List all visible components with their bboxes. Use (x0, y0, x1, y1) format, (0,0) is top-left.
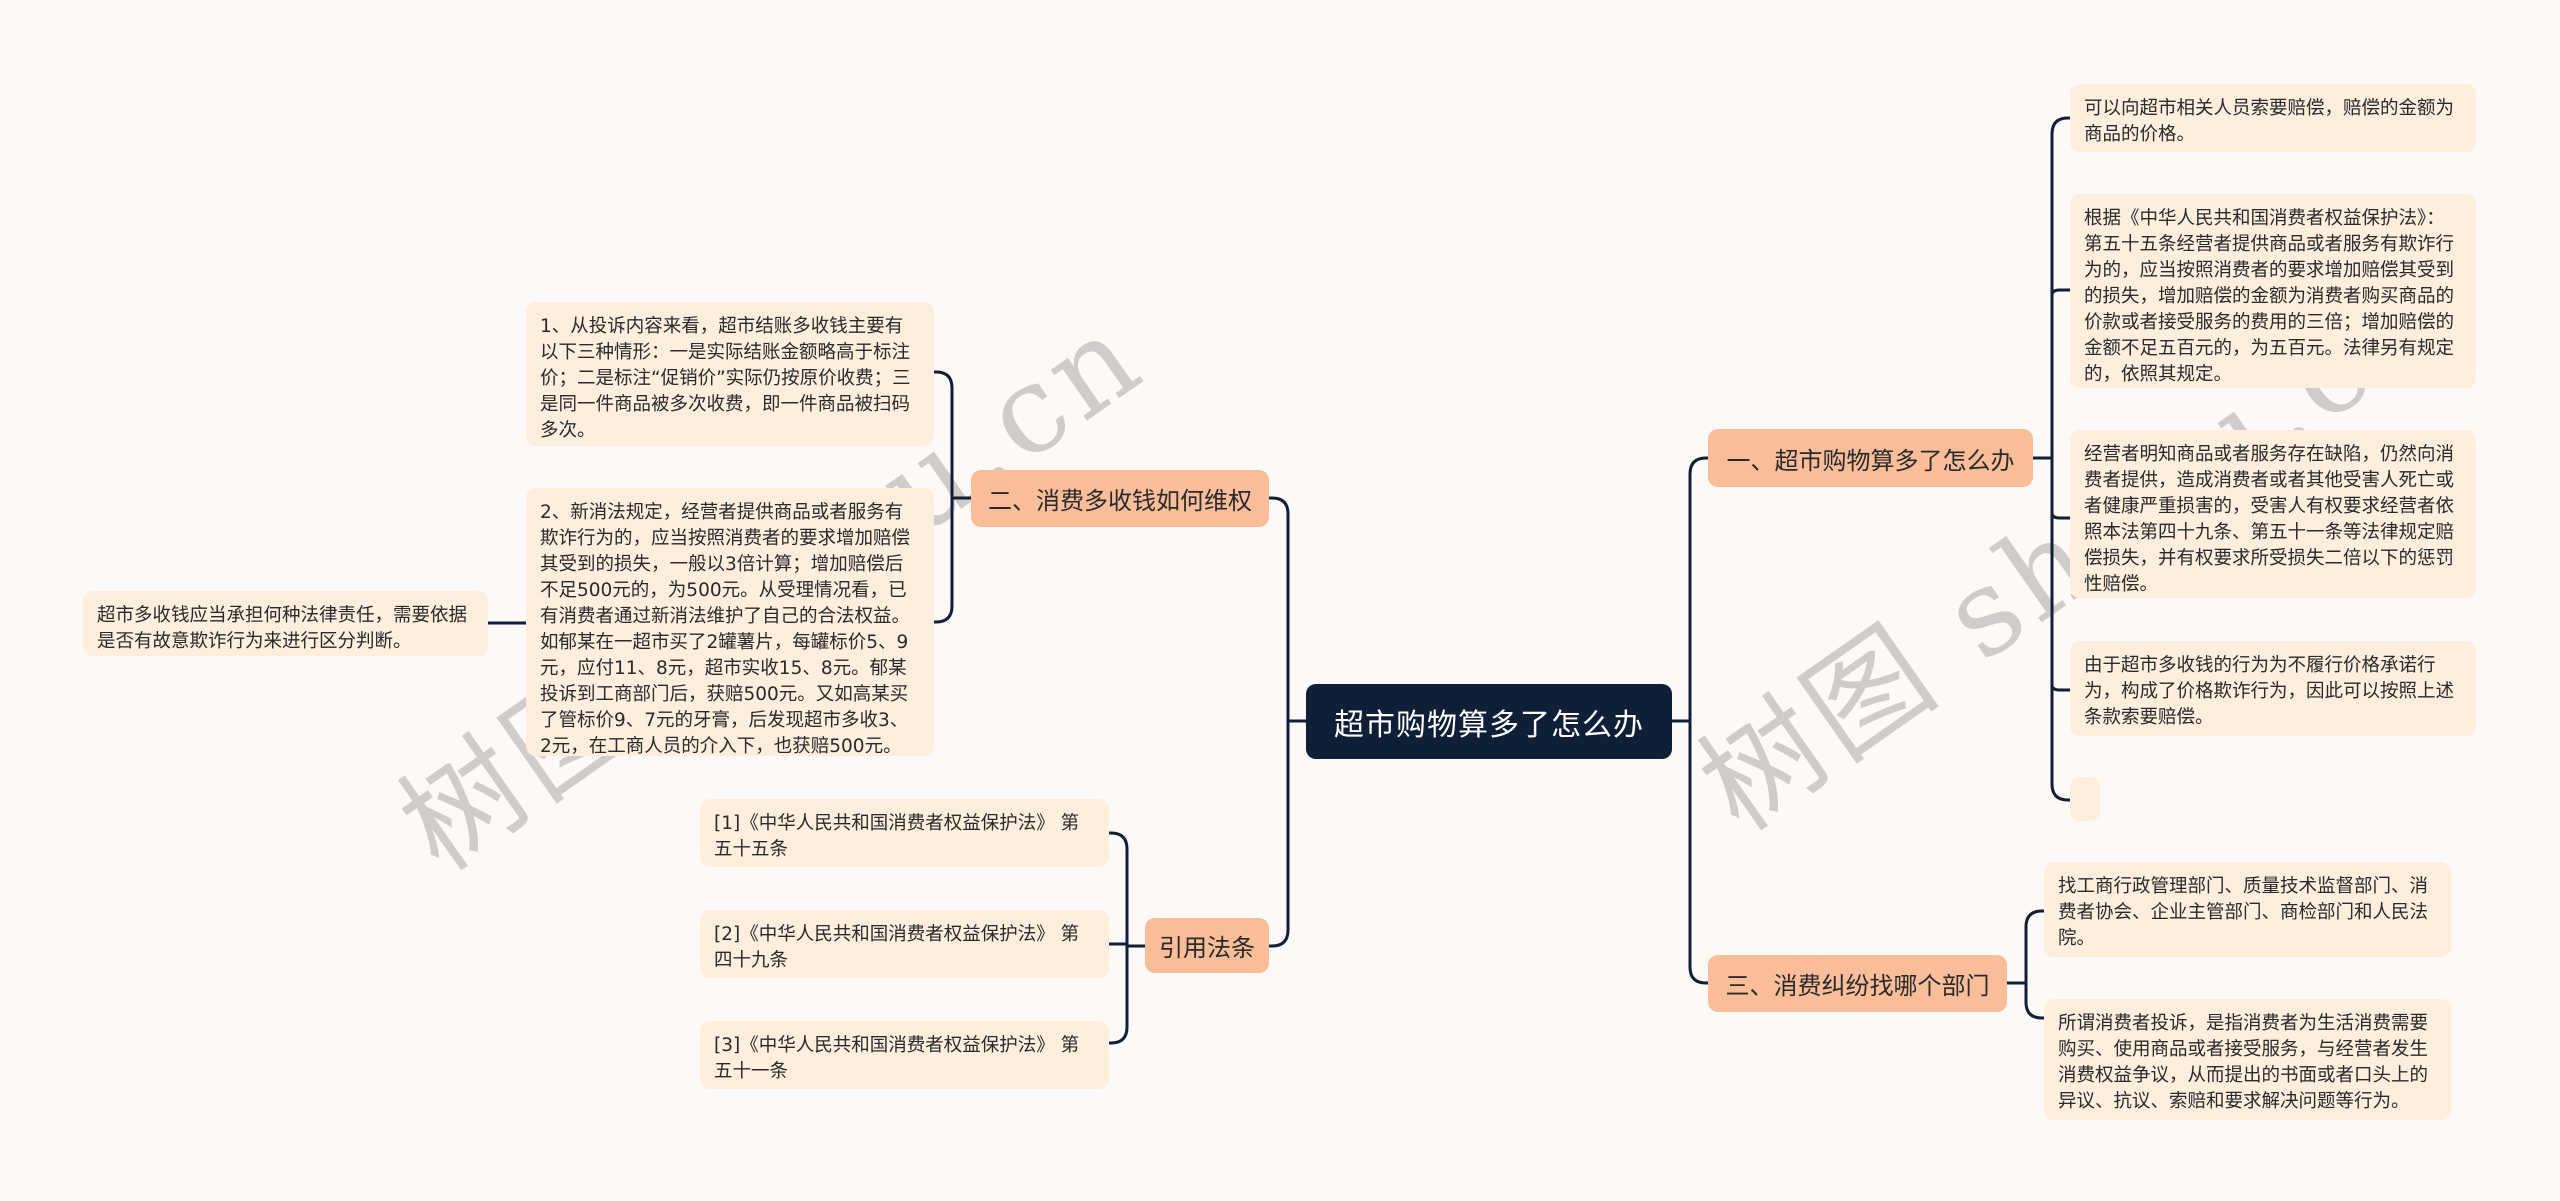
branch-cited-laws[interactable]: 引用法条 (1145, 918, 1269, 973)
leaf-b2-1[interactable]: 1、从投诉内容来看，超市结账多收钱主要有以下三种情形：一是实际结账金额略高于标注… (526, 302, 934, 446)
citation-3[interactable]: [3]《中华人民共和国消费者权益保护法》 第五十一条 (700, 1021, 1109, 1089)
branch-how-to-defend-rights[interactable]: 二、消费多收钱如何维权 (971, 470, 1269, 527)
branch-which-department[interactable]: 三、消费纠纷找哪个部门 (1708, 955, 2007, 1012)
leaf-b1-2[interactable]: 根据《中华人民共和国消费者权益保护法》：第五十五条经营者提供商品或者服务有欺诈行… (2070, 194, 2476, 388)
citation-1[interactable]: [1]《中华人民共和国消费者权益保护法》 第五十五条 (700, 799, 1109, 867)
leaf-b3-1[interactable]: 找工商行政管理部门、质量技术监督部门、消费者协会、企业主管部门、商检部门和人民法… (2044, 862, 2451, 957)
leaf-b1-1[interactable]: 可以向超市相关人员索要赔偿，赔偿的金额为商品的价格。 (2070, 84, 2476, 152)
leaf-b1-5-empty[interactable] (2070, 777, 2100, 821)
leaf-b1-3[interactable]: 经营者明知商品或者服务存在缺陷，仍然向消费者提供，造成消费者或者其他受害人死亡或… (2070, 430, 2476, 598)
root-topic[interactable]: 超市购物算多了怎么办 (1306, 684, 1672, 759)
leaf-b3-2[interactable]: 所谓消费者投诉，是指消费者为生活消费需要购买、使用商品或者接受服务，与经营者发生… (2044, 999, 2451, 1120)
branch-supermarket-overcharge[interactable]: 一、超市购物算多了怎么办 (1708, 429, 2033, 487)
leaf-b2-grandchild[interactable]: 超市多收钱应当承担何种法律责任，需要依据是否有故意欺诈行为来进行区分判断。 (83, 591, 488, 656)
leaf-b1-4[interactable]: 由于超市多收钱的行为为不履行价格承诺行为，构成了价格欺诈行为，因此可以按照上述条… (2070, 641, 2476, 736)
citation-2[interactable]: [2]《中华人民共和国消费者权益保护法》 第四十九条 (700, 910, 1109, 978)
leaf-b2-2[interactable]: 2、新消法规定，经营者提供商品或者服务有欺诈行为的，应当按照消费者的要求增加赔偿… (526, 488, 934, 757)
